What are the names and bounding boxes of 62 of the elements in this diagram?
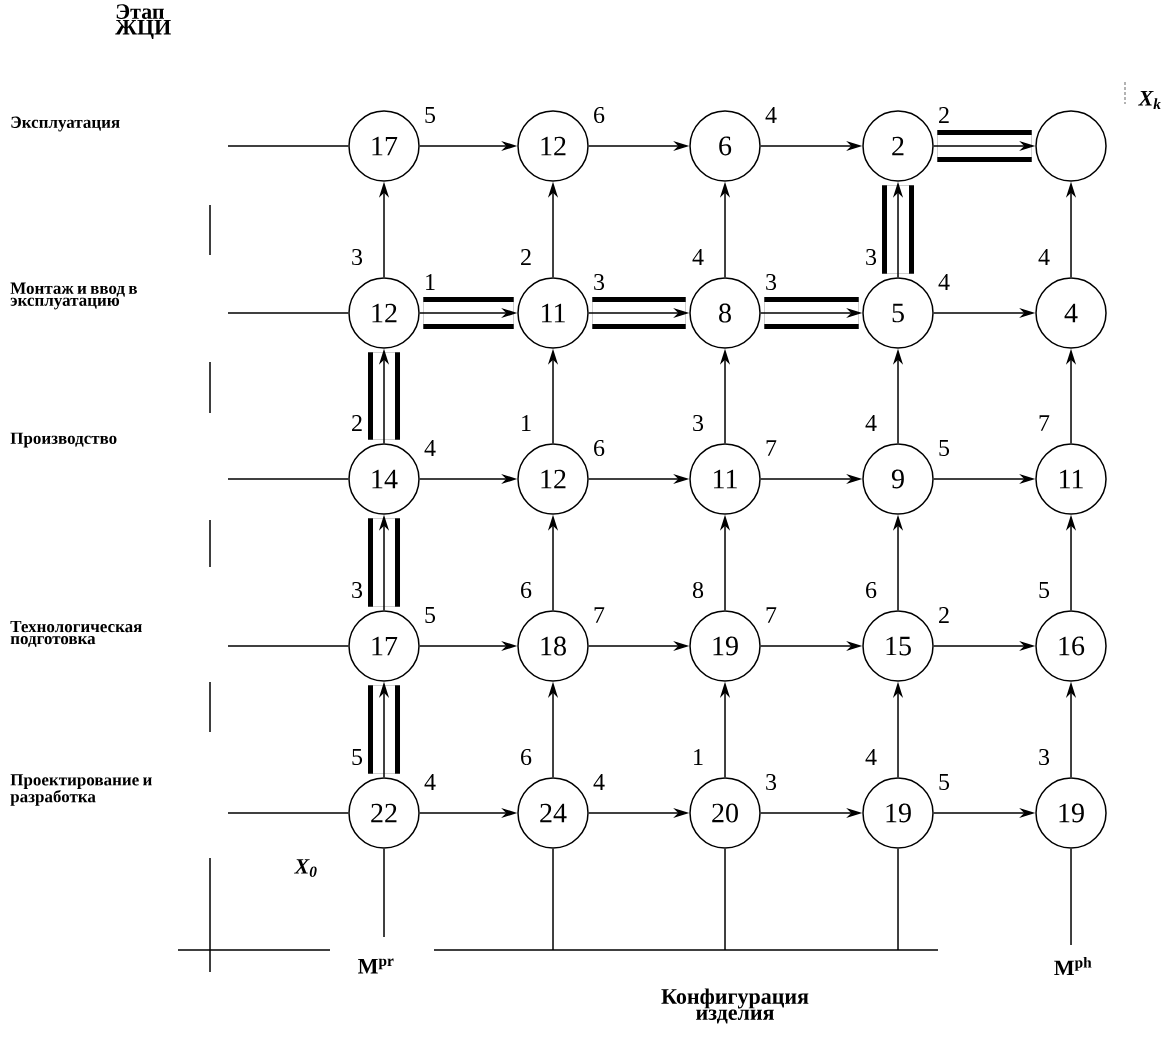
edge-label: 2 <box>519 248 533 266</box>
edge-label: 7 <box>1037 414 1051 432</box>
edge-label: 6 <box>592 438 606 458</box>
edge-label: 5 <box>423 606 437 624</box>
edge-label: 3 <box>1037 747 1051 767</box>
connector-line <box>724 848 726 951</box>
edge-label: 2 <box>937 606 951 624</box>
edge-label: 3 <box>764 772 778 792</box>
edge-label: 6 <box>519 580 533 600</box>
point-label: X$_{k}$ <box>1138 91 1161 109</box>
edge-label: 3 <box>592 272 606 292</box>
edge-label: 5 <box>937 773 951 791</box>
edge-label: 7 <box>764 439 778 457</box>
edge-label: 5 <box>937 439 951 457</box>
edge-label: 8 <box>691 580 705 600</box>
stage-label: Эксплуатация <box>11 116 120 132</box>
edge-label: 7 <box>592 606 606 624</box>
edge-label: 3 <box>350 247 364 267</box>
connector-line <box>227 812 349 814</box>
point-label: X$_{0}$ <box>294 859 317 877</box>
stage-label: Технологическая подготовка <box>10 620 142 648</box>
edge-label: 6 <box>864 580 878 600</box>
edge-label: 4 <box>864 414 878 432</box>
edge-label: 3 <box>691 413 705 433</box>
edge-label: 4 <box>864 748 878 766</box>
connector-line <box>383 848 385 938</box>
edge-label: 4 <box>423 439 437 457</box>
edge-label: 2 <box>350 414 364 432</box>
edge-label: 2 <box>937 106 951 124</box>
edge-label: 4 <box>423 773 437 791</box>
stage-label: Монтаж и ввод в эксплуатацию <box>10 282 137 310</box>
edge-label: 4 <box>1037 248 1051 266</box>
connector-line <box>227 145 349 147</box>
axis-label: M$^{pr}$ <box>358 958 394 974</box>
axis-label: M$^{ph}$ <box>1054 956 1092 976</box>
edge-label: 1 <box>691 748 705 766</box>
edge-label: 3 <box>350 580 364 600</box>
edge-label: 4 <box>937 273 951 291</box>
edge-label: 5 <box>350 748 364 766</box>
stage-label: Проектирование и разработка <box>10 774 152 806</box>
edge-label: 7 <box>764 606 778 624</box>
edge-label: 1 <box>519 414 533 432</box>
edge-label: 3 <box>864 247 878 267</box>
connector-line <box>227 645 349 647</box>
connector-line <box>227 312 349 314</box>
edge-label: 4 <box>592 773 606 791</box>
edge-label: 6 <box>519 747 533 767</box>
edge-label: 5 <box>1037 581 1051 599</box>
edge-label: 3 <box>764 272 778 292</box>
edge-label: 4 <box>764 106 778 124</box>
state-circle <box>1035 110 1107 182</box>
connector-line <box>1070 848 1072 946</box>
edge-label: 6 <box>592 105 606 125</box>
connector-line <box>897 848 899 951</box>
edge-label: 5 <box>423 106 437 124</box>
connector-line <box>552 848 554 951</box>
stage-label: Производство <box>10 432 117 448</box>
edge-label: 1 <box>423 273 437 291</box>
connector-line <box>227 478 349 480</box>
edge-label: 4 <box>691 248 705 266</box>
axis-title: Этап ЖЦИ <box>115 4 171 40</box>
axis-title: Конфигурация изделия <box>661 988 809 1024</box>
